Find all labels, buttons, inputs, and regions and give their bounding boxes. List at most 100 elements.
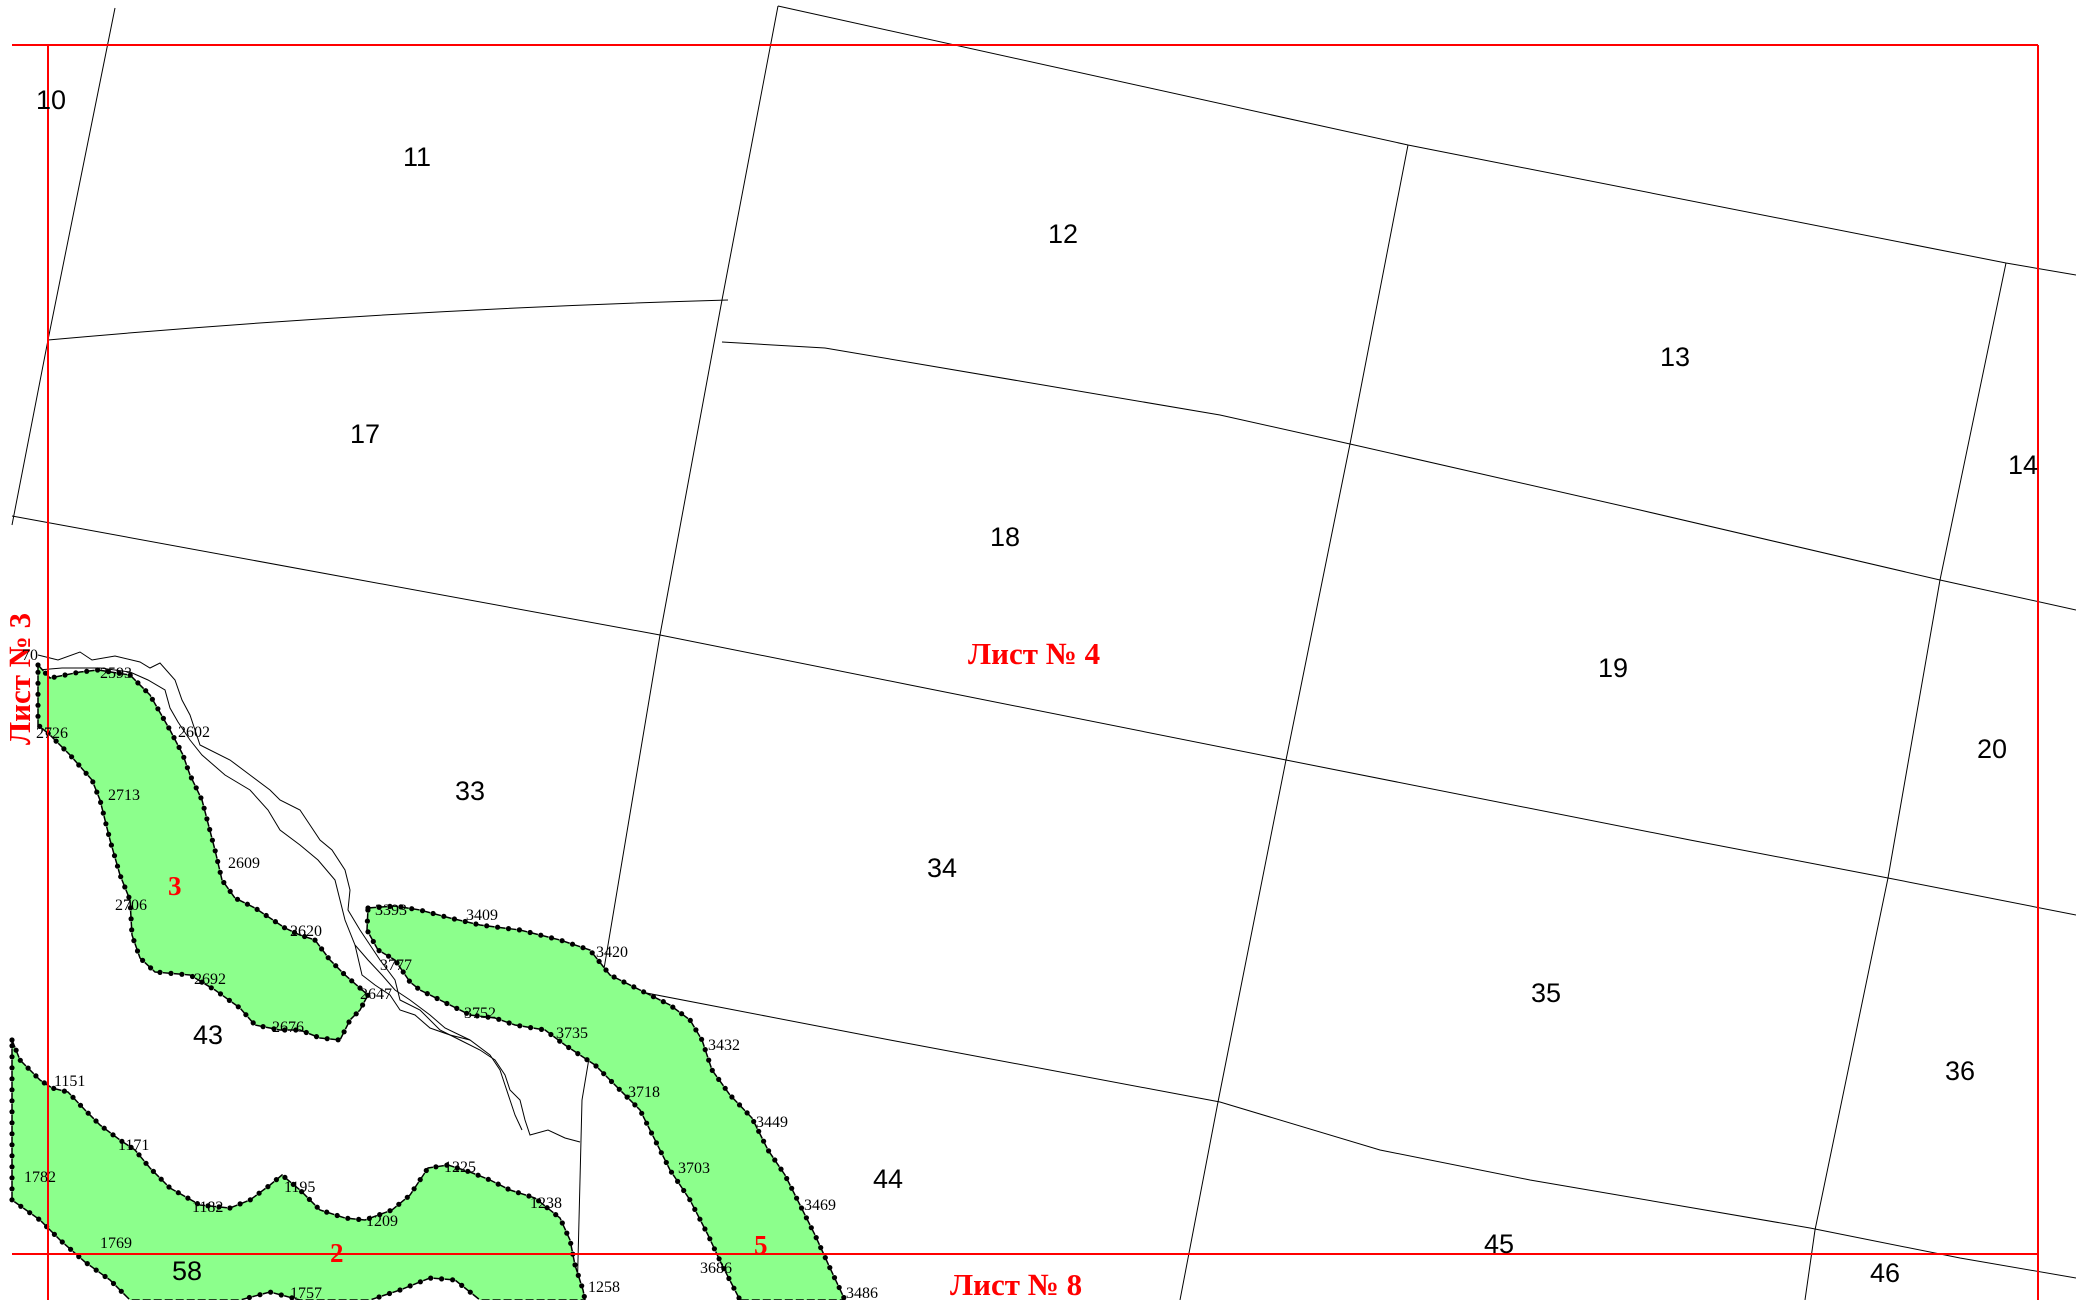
boundary-point-marker xyxy=(756,1128,762,1134)
boundary-point-marker xyxy=(128,1144,134,1150)
boundary-point-marker xyxy=(198,795,204,801)
boundary-point-marker xyxy=(179,971,185,977)
boundary-point-marker xyxy=(766,1148,772,1154)
stream-bank xyxy=(37,651,581,1143)
boundary-point-marker xyxy=(387,903,393,910)
boundary-point-marker xyxy=(357,985,363,991)
boundary-point-marker xyxy=(566,1044,572,1051)
boundary-point-marker xyxy=(250,1020,256,1026)
boundary-point-marker xyxy=(263,912,269,919)
boundary-point-marker xyxy=(110,1280,117,1287)
boundary-point-marker xyxy=(827,1265,833,1271)
sheet-labels: Лист № 4 Лист № 3 Лист № 8 xyxy=(2,613,1100,1300)
boundary-point-marker xyxy=(575,1272,581,1278)
boundary-point-marker xyxy=(205,1203,211,1209)
boundary-point-marker xyxy=(575,1051,581,1057)
boundary-point-marker xyxy=(324,1036,330,1042)
boundary-point-marker xyxy=(73,670,79,676)
boundary-point-marker xyxy=(9,1065,15,1071)
boundary-point-marker xyxy=(216,1204,222,1210)
boundary-point-marker xyxy=(84,1261,90,1267)
boundary-point-marker xyxy=(346,1019,352,1025)
point-label: 3735 xyxy=(556,1025,588,1042)
boundary-point-marker xyxy=(396,1201,402,1207)
boundary-point-marker xyxy=(559,938,565,944)
boundary-point-marker xyxy=(419,908,426,914)
boundary-point-marker xyxy=(624,1094,630,1100)
boundary-point-marker xyxy=(409,906,415,912)
boundary-point-marker xyxy=(397,1287,403,1293)
boundary-point-marker xyxy=(699,1036,705,1042)
boundary-point-marker xyxy=(176,744,182,751)
boundary-point-marker xyxy=(184,765,190,771)
boundary-point-marker xyxy=(813,1235,819,1241)
boundary-point-marker xyxy=(611,974,617,980)
boundary-point-marker xyxy=(278,1292,284,1298)
boundary-point-marker xyxy=(114,863,121,869)
boundary-point-marker xyxy=(495,924,501,930)
boundary-point-marker xyxy=(9,1109,15,1115)
boundary-point-marker xyxy=(589,950,595,956)
point-label: 3420 xyxy=(596,944,628,961)
boundary-point-marker xyxy=(143,688,149,694)
boundary-point-marker xyxy=(538,932,544,938)
boundary-point-marker xyxy=(423,1167,429,1174)
boundary-point-marker xyxy=(9,1142,15,1148)
boundary-point-marker xyxy=(9,1098,15,1104)
zones xyxy=(11,663,846,1300)
boundary-point-marker xyxy=(444,1162,450,1168)
boundary-point-marker xyxy=(406,978,412,984)
boundary-point-marker xyxy=(706,1057,712,1063)
boundary-point-marker xyxy=(273,1177,279,1183)
boundary-point-marker xyxy=(702,1047,708,1053)
boundary-point-marker xyxy=(822,1255,828,1261)
boundary-point-marker xyxy=(25,1065,31,1071)
boundary-point-marker xyxy=(772,1157,778,1163)
boundary-point-marker xyxy=(201,805,207,811)
boundary-point-marker xyxy=(608,1078,615,1085)
boundary-point-marker xyxy=(37,723,43,730)
point-markers xyxy=(9,662,847,1300)
boundary-point-marker xyxy=(312,937,318,943)
point-label: 2676 xyxy=(272,1019,304,1036)
boundary-point-marker xyxy=(84,668,90,674)
boundary-point-marker xyxy=(35,680,41,686)
boundary-point-marker xyxy=(621,979,627,985)
boundary-point-marker xyxy=(527,929,533,936)
boundary-point-marker xyxy=(376,904,382,910)
zone-label: 5 xyxy=(754,1230,768,1260)
boundary-point-marker xyxy=(35,669,41,675)
boundary-point-marker xyxy=(131,938,137,944)
boundary-point-marker xyxy=(473,921,479,927)
boundary-point-marker xyxy=(69,754,75,760)
boundary-point-marker xyxy=(244,901,250,907)
point-label: 70 xyxy=(22,647,38,664)
boundary-point-marker xyxy=(171,735,177,741)
parcel-label: 45 xyxy=(1484,1229,1514,1259)
parcel-labels: 10 11 12 13 14 17 18 19 20 33 34 35 36 4… xyxy=(36,85,2038,1288)
boundary-point-marker xyxy=(61,746,67,752)
boundary-point-marker xyxy=(707,1236,713,1242)
parcel-label: 44 xyxy=(873,1164,903,1194)
boundary-point-marker xyxy=(291,929,298,936)
zone-2-area xyxy=(11,1039,586,1300)
stream xyxy=(37,651,581,1143)
sheet-label-3: Лист № 3 xyxy=(2,613,37,745)
boundary-point-marker xyxy=(544,1205,550,1211)
boundary-point-marker xyxy=(794,1195,800,1201)
boundary-point-marker xyxy=(9,1037,15,1043)
boundary-point-marker xyxy=(9,1054,15,1060)
boundary-point-marker xyxy=(559,1220,565,1226)
boundary-line xyxy=(777,5,2076,276)
boundary-point-marker xyxy=(290,1181,296,1187)
boundary-point-marker xyxy=(85,1110,91,1116)
boundary-point-marker xyxy=(387,1208,393,1214)
boundary-point-marker xyxy=(68,1246,74,1252)
boundary-point-marker xyxy=(134,948,141,954)
boundary-point-marker xyxy=(370,938,376,945)
boundary-point-marker xyxy=(596,958,602,965)
boundary-point-marker xyxy=(377,1212,383,1218)
boundary-point-marker xyxy=(557,1038,563,1044)
boundary-point-marker xyxy=(528,1025,534,1031)
parcel-label: 34 xyxy=(927,853,957,883)
